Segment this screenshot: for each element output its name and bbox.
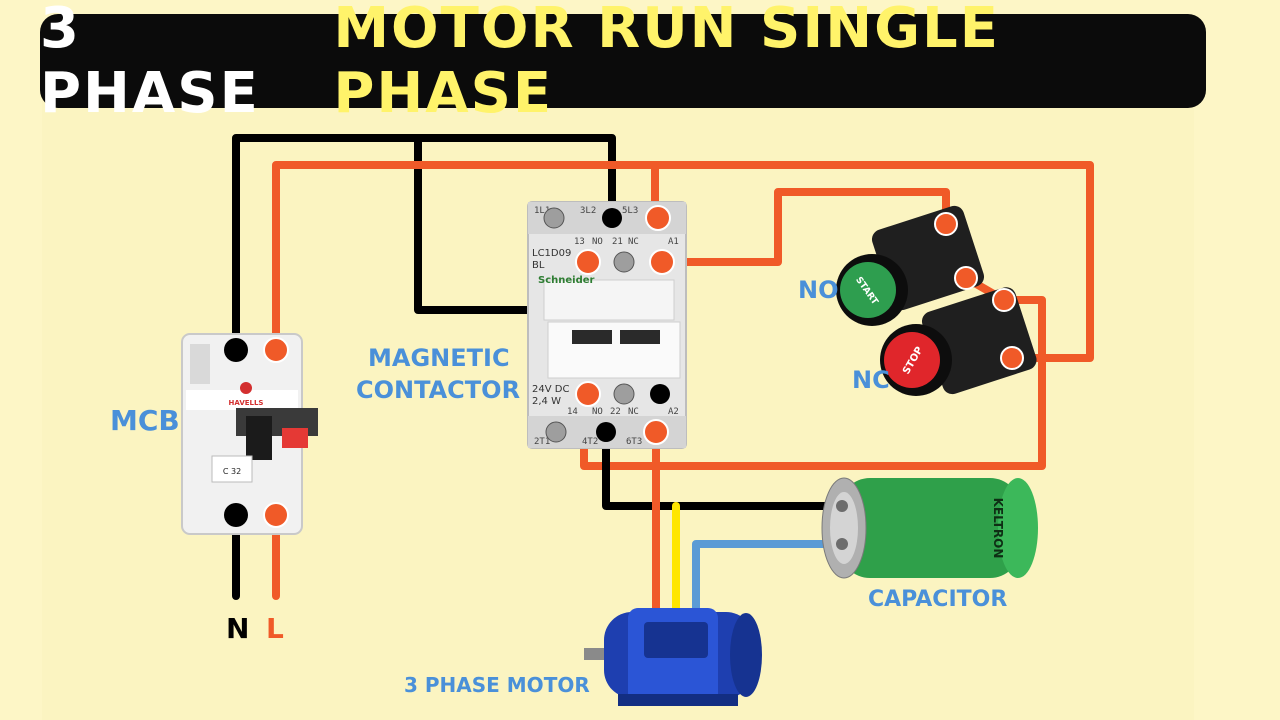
title-banner: 3 PHASE MOTOR RUN SINGLE PHASE bbox=[40, 0, 1206, 126]
mcb-terminal-bottom-orange bbox=[263, 502, 289, 528]
label-21: 21 bbox=[612, 237, 623, 247]
stop-button-device: STOP bbox=[880, 287, 1037, 396]
wire-black-t2-to-cap bbox=[602, 428, 842, 510]
wire-orange-l3-to-nc bbox=[651, 161, 1094, 362]
mcb-brand: HAVELLS bbox=[229, 399, 264, 407]
start-button-device: START bbox=[836, 205, 985, 326]
contactor-screw-22 bbox=[613, 383, 635, 405]
label-3l2: 3L2 bbox=[580, 206, 596, 216]
label-a1: A1 bbox=[668, 237, 679, 247]
mcb-device: HAVELLS C 32 bbox=[181, 333, 318, 535]
wire-orange-mcb-to-l3 bbox=[272, 161, 659, 354]
contactor-label: CONTACTOR bbox=[356, 376, 520, 404]
mcb-terminal-bottom-black bbox=[224, 503, 248, 527]
contactor-terminal-a2 bbox=[650, 384, 670, 404]
contactor-device: LC1D09 BL Schneider 24V DC 2,4 W 1L1 3L2… bbox=[527, 201, 687, 449]
title-part-2: MOTOR RUN SINGLE PHASE bbox=[333, 0, 1000, 126]
stop-terminal-top bbox=[992, 288, 1016, 312]
mcb-label: MCB bbox=[110, 404, 180, 437]
mcb-terminal-top-orange bbox=[263, 337, 289, 363]
capacitor-device: KELTRON bbox=[821, 477, 1038, 579]
contactor-screw-l1 bbox=[543, 207, 565, 229]
capacitor-label: CAPACITOR bbox=[868, 587, 1007, 612]
mcb-rating: C 32 bbox=[223, 467, 241, 476]
contactor-terminal-t3 bbox=[643, 419, 669, 445]
label-13: 13 bbox=[574, 237, 585, 247]
label-no-bottom: NO bbox=[592, 407, 603, 417]
label-nc-top: NC bbox=[628, 237, 639, 247]
contactor-terminal-14 bbox=[575, 381, 601, 407]
motor-label: 3 PHASE MOTOR bbox=[404, 673, 590, 697]
wire-black-mcb-to-l2 bbox=[232, 134, 616, 354]
label-5l3: 5L3 bbox=[622, 206, 638, 216]
title-part-1: 3 PHASE bbox=[40, 0, 260, 126]
nc-label: NC bbox=[852, 366, 890, 394]
mcb-terminal-top-black bbox=[224, 338, 248, 362]
mcb-trip-indicator bbox=[282, 428, 308, 448]
label-6t3: 6T3 bbox=[626, 437, 642, 447]
label-nc-bottom: NC bbox=[628, 407, 639, 417]
contactor-coil-2: 2,4 W bbox=[532, 396, 561, 407]
label-1l1: 1L1 bbox=[534, 206, 550, 216]
stop-terminal-bottom bbox=[1000, 346, 1024, 370]
contactor-terminal-13 bbox=[575, 249, 601, 275]
contactor-top-labels: 1L1 3L2 5L3 bbox=[534, 206, 638, 216]
label-2t1: 2T1 bbox=[534, 437, 550, 447]
contactor-terminal-t2 bbox=[596, 422, 616, 442]
contactor-model-1: LC1D09 bbox=[532, 248, 571, 259]
label-14: 14 bbox=[567, 407, 578, 417]
contactor-terminal-a1 bbox=[649, 249, 675, 275]
label-a2: A2 bbox=[668, 407, 679, 417]
magnetic-label: MAGNETIC bbox=[368, 344, 510, 372]
contactor-coil-1: 24V DC bbox=[532, 384, 569, 395]
no-label: NO bbox=[798, 276, 839, 304]
label-22: 22 bbox=[610, 407, 621, 417]
start-terminal-top bbox=[934, 212, 958, 236]
neutral-label: N bbox=[226, 612, 249, 645]
stop-button-cap bbox=[884, 332, 940, 388]
contactor-terminal-l2 bbox=[602, 208, 622, 228]
capacitor-terminal-2 bbox=[836, 538, 848, 550]
line-label: L bbox=[266, 612, 284, 645]
wires bbox=[232, 134, 1094, 648]
contactor-screw-21 bbox=[613, 251, 635, 273]
wire-orange-a1-to-no bbox=[658, 188, 950, 266]
capacitor-terminal-1 bbox=[836, 500, 848, 512]
contactor-model-2: BL bbox=[532, 260, 545, 271]
label-no-top: NO bbox=[592, 237, 603, 247]
contactor-terminal-l3 bbox=[645, 205, 671, 231]
capacitor-brand: KELTRON bbox=[991, 498, 1005, 559]
havells-logo-icon bbox=[240, 382, 252, 394]
label-4t2: 4T2 bbox=[582, 437, 598, 447]
contactor-brand: Schneider bbox=[538, 275, 595, 286]
diagram-labels: MCB MAGNETIC CONTACTOR NO NC CAPACITOR 3… bbox=[110, 276, 1007, 697]
start-terminal-bottom bbox=[954, 266, 978, 290]
contactor-aux-top-labels: 13 NO 21 NC A1 bbox=[574, 237, 679, 247]
contactor-bottom-labels: 2T1 4T2 6T3 bbox=[534, 437, 642, 447]
start-button-cap bbox=[840, 262, 896, 318]
contactor-screw-t1 bbox=[545, 421, 567, 443]
motor-device bbox=[584, 608, 762, 706]
contactor-aux-bottom-labels: 14 NO 22 NC A2 bbox=[567, 407, 679, 417]
